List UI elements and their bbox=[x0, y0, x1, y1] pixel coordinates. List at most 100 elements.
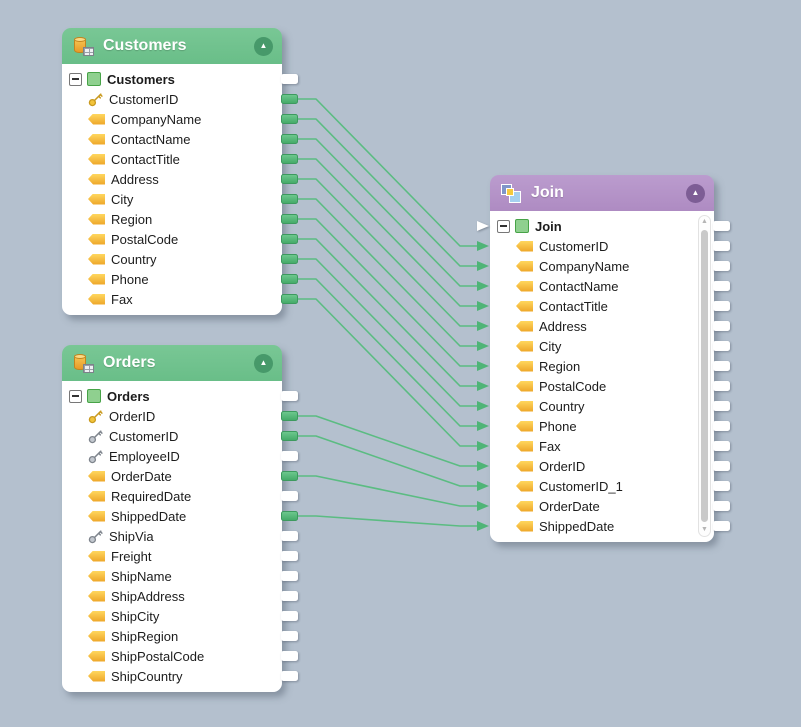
row-customers-CompanyName[interactable]: CompanyName bbox=[62, 109, 298, 129]
output-port[interactable] bbox=[281, 591, 298, 601]
output-port[interactable] bbox=[713, 321, 730, 331]
output-port[interactable] bbox=[713, 361, 730, 371]
row-orders-ShipPostalCode[interactable]: ShipPostalCode bbox=[62, 646, 298, 666]
row-customers-Region[interactable]: Region bbox=[62, 209, 298, 229]
input-port[interactable] bbox=[477, 461, 489, 471]
output-port[interactable] bbox=[281, 94, 298, 104]
connector-line[interactable] bbox=[298, 298, 478, 447]
row-join-ContactName[interactable]: ContactName bbox=[477, 276, 730, 296]
row-orders-CustomerID[interactable]: CustomerID bbox=[62, 426, 298, 446]
output-port[interactable] bbox=[281, 174, 298, 184]
output-port[interactable] bbox=[713, 241, 730, 251]
connector-line[interactable] bbox=[298, 158, 478, 307]
input-port[interactable] bbox=[477, 381, 489, 391]
input-port[interactable] bbox=[477, 481, 489, 491]
input-port[interactable] bbox=[477, 521, 489, 531]
output-port[interactable] bbox=[713, 481, 730, 491]
row-join-CompanyName[interactable]: CompanyName bbox=[477, 256, 730, 276]
output-port[interactable] bbox=[281, 431, 298, 441]
connector-line[interactable] bbox=[298, 258, 478, 407]
output-port[interactable] bbox=[713, 441, 730, 451]
output-port[interactable] bbox=[281, 651, 298, 661]
row-orders-ShipVia[interactable]: ShipVia bbox=[62, 526, 298, 546]
output-port[interactable] bbox=[281, 451, 298, 461]
row-orders-EmployeeID[interactable]: EmployeeID bbox=[62, 446, 298, 466]
scroll-up-icon[interactable]: ▲ bbox=[701, 218, 708, 225]
row-join-CustomerID_1[interactable]: CustomerID_1 bbox=[477, 476, 730, 496]
output-port[interactable] bbox=[281, 511, 298, 521]
row-join-Fax[interactable]: Fax bbox=[477, 436, 730, 456]
output-port[interactable] bbox=[281, 134, 298, 144]
row-customers-Fax[interactable]: Fax bbox=[62, 289, 298, 309]
row-customers-City[interactable]: City bbox=[62, 189, 298, 209]
row-orders-ShipAddress[interactable]: ShipAddress bbox=[62, 586, 298, 606]
output-port[interactable] bbox=[713, 341, 730, 351]
row-customers-Phone[interactable]: Phone bbox=[62, 269, 298, 289]
input-port[interactable] bbox=[477, 281, 489, 291]
output-port[interactable] bbox=[713, 301, 730, 311]
output-port[interactable] bbox=[281, 471, 298, 481]
row-customers-ContactName[interactable]: ContactName bbox=[62, 129, 298, 149]
output-port[interactable] bbox=[713, 461, 730, 471]
output-port[interactable] bbox=[281, 114, 298, 124]
input-port[interactable] bbox=[477, 361, 489, 371]
connector-line[interactable] bbox=[298, 435, 478, 487]
output-port[interactable] bbox=[281, 671, 298, 681]
output-port[interactable] bbox=[713, 521, 730, 531]
connector-line[interactable] bbox=[298, 118, 478, 267]
row-join-Address[interactable]: Address bbox=[477, 316, 730, 336]
collapse-up-icon[interactable]: ▲ bbox=[254, 353, 273, 373]
row-join-Phone[interactable]: Phone bbox=[477, 416, 730, 436]
row-join-ShippedDate[interactable]: ShippedDate bbox=[477, 516, 730, 536]
output-port[interactable] bbox=[713, 421, 730, 431]
output-port[interactable] bbox=[713, 401, 730, 411]
row-orders-ShipCountry[interactable]: ShipCountry bbox=[62, 666, 298, 686]
output-port[interactable] bbox=[281, 491, 298, 501]
row-join-CustomerID[interactable]: CustomerID bbox=[477, 236, 730, 256]
row-join-Join[interactable]: Join bbox=[477, 216, 730, 236]
row-orders-Orders[interactable]: Orders bbox=[62, 386, 298, 406]
collapse-up-icon[interactable]: ▲ bbox=[254, 36, 273, 56]
output-port[interactable] bbox=[281, 631, 298, 641]
row-orders-RequiredDate[interactable]: RequiredDate bbox=[62, 486, 298, 506]
connector-line[interactable] bbox=[298, 238, 478, 387]
input-port[interactable] bbox=[477, 341, 489, 351]
scroll-down-icon[interactable]: ▼ bbox=[701, 526, 708, 533]
node-header[interactable]: Join▲ bbox=[490, 175, 714, 211]
row-join-OrderDate[interactable]: OrderDate bbox=[477, 496, 730, 516]
connector-line[interactable] bbox=[298, 218, 478, 367]
row-join-Country[interactable]: Country bbox=[477, 396, 730, 416]
connector-line[interactable] bbox=[298, 475, 478, 507]
output-port[interactable] bbox=[281, 611, 298, 621]
collapse-tree-icon[interactable] bbox=[69, 389, 82, 403]
collapse-up-icon[interactable]: ▲ bbox=[686, 183, 705, 203]
row-customers-Country[interactable]: Country bbox=[62, 249, 298, 269]
connector-line[interactable] bbox=[298, 98, 478, 247]
connector-line[interactable] bbox=[298, 415, 478, 467]
output-port[interactable] bbox=[713, 381, 730, 391]
connector-line[interactable] bbox=[298, 278, 478, 427]
output-port[interactable] bbox=[281, 391, 298, 401]
input-port[interactable] bbox=[477, 501, 489, 511]
output-port[interactable] bbox=[713, 221, 730, 231]
input-port[interactable] bbox=[477, 301, 489, 311]
row-join-PostalCode[interactable]: PostalCode bbox=[477, 376, 730, 396]
connector-line[interactable] bbox=[298, 138, 478, 287]
output-port[interactable] bbox=[281, 274, 298, 284]
output-port[interactable] bbox=[281, 234, 298, 244]
row-customers-PostalCode[interactable]: PostalCode bbox=[62, 229, 298, 249]
row-join-ContactTitle[interactable]: ContactTitle bbox=[477, 296, 730, 316]
scrollbar-thumb[interactable] bbox=[701, 230, 708, 522]
row-join-OrderID[interactable]: OrderID bbox=[477, 456, 730, 476]
row-customers-ContactTitle[interactable]: ContactTitle bbox=[62, 149, 298, 169]
output-port[interactable] bbox=[281, 294, 298, 304]
input-port[interactable] bbox=[477, 321, 489, 331]
row-orders-ShipRegion[interactable]: ShipRegion bbox=[62, 626, 298, 646]
row-orders-ShippedDate[interactable]: ShippedDate bbox=[62, 506, 298, 526]
output-port[interactable] bbox=[281, 154, 298, 164]
node-header[interactable]: Orders▲ bbox=[62, 345, 282, 381]
row-orders-OrderDate[interactable]: OrderDate bbox=[62, 466, 298, 486]
connector-line[interactable] bbox=[298, 198, 478, 347]
